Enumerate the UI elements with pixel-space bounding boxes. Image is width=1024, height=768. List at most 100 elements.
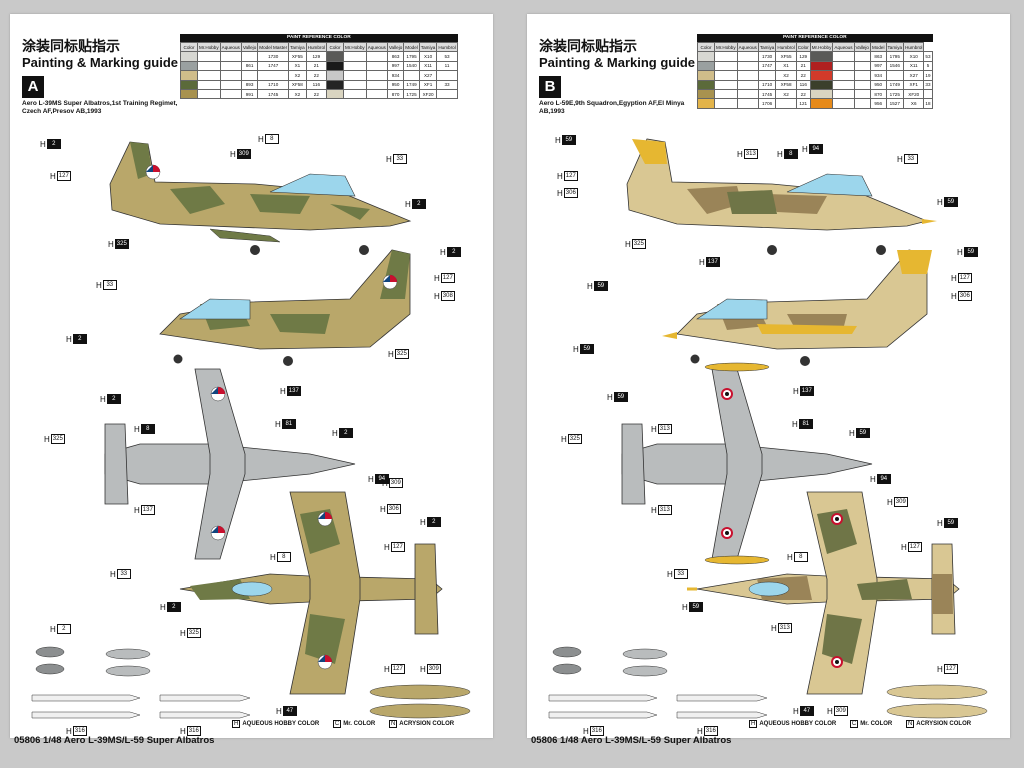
paint-code-cell: X6 bbox=[903, 98, 925, 109]
sheet-a-footer: 05806 1/48 Aero L-39MS/L-59 Super Albatr… bbox=[14, 735, 215, 746]
sheet-b-side-view-left bbox=[626, 138, 937, 255]
sheet-b-aircraft-drawings bbox=[548, 138, 988, 719]
paint-code-cell: 1745 bbox=[257, 88, 290, 100]
sheet-a-aircraft-drawings bbox=[31, 141, 471, 719]
sheet-b-scheme-description: Aero L-59E,9th Squadron,Egyption AF,El M… bbox=[539, 100, 685, 115]
sheet-a-scheme-description: Aero L-39MS Super Albatros,1st Training … bbox=[22, 100, 178, 115]
sheet-b-underside-view bbox=[621, 362, 873, 565]
paint-code-cell: 121 bbox=[795, 98, 811, 109]
paint-code-cell bbox=[853, 98, 871, 109]
paint-code-cell bbox=[775, 98, 797, 109]
paint-code-cell: 22 bbox=[305, 88, 328, 100]
paint-table-caption: PAINT REFERENCE COLOR bbox=[180, 34, 458, 42]
sheet-b-side-view-right bbox=[662, 249, 932, 366]
paint-code-cell: 991 bbox=[240, 88, 259, 100]
paint-code-cell: 18 bbox=[923, 98, 933, 109]
sheet-a-side-view-left bbox=[109, 141, 412, 255]
paint-code-cell bbox=[736, 98, 759, 109]
sheet-b-top-view bbox=[687, 491, 960, 695]
sheet-b-title-cn: 涂装同标贴指示 bbox=[539, 39, 637, 55]
sheet-a-stores bbox=[31, 646, 471, 719]
sheet-b-footer: 05806 1/48 Aero L-39MS/L-59 Super Albatr… bbox=[531, 735, 732, 746]
sheet-b-title-en: Painting & Marking guide bbox=[539, 55, 696, 70]
paint-code-cell bbox=[436, 88, 458, 100]
color-swatch bbox=[326, 88, 345, 100]
sheet-a-scheme-letter: A bbox=[22, 76, 44, 98]
sheet-a-title-cn: 涂装同标贴指示 bbox=[22, 39, 120, 55]
paint-code-cell: 870 bbox=[386, 88, 405, 100]
color-swatch bbox=[180, 88, 198, 100]
sheet-a-underside-view bbox=[104, 368, 356, 560]
sheet-a-top-view bbox=[179, 491, 443, 695]
color-swatch bbox=[697, 98, 715, 109]
sheet-b-stores bbox=[548, 646, 988, 719]
instruction-sheet-b: 涂装同标贴指示 Painting & Marking guide B Aero … bbox=[527, 14, 1010, 738]
instruction-sheet-a: 涂装同标贴指示 Painting & Marking guide A Aero … bbox=[10, 14, 493, 738]
